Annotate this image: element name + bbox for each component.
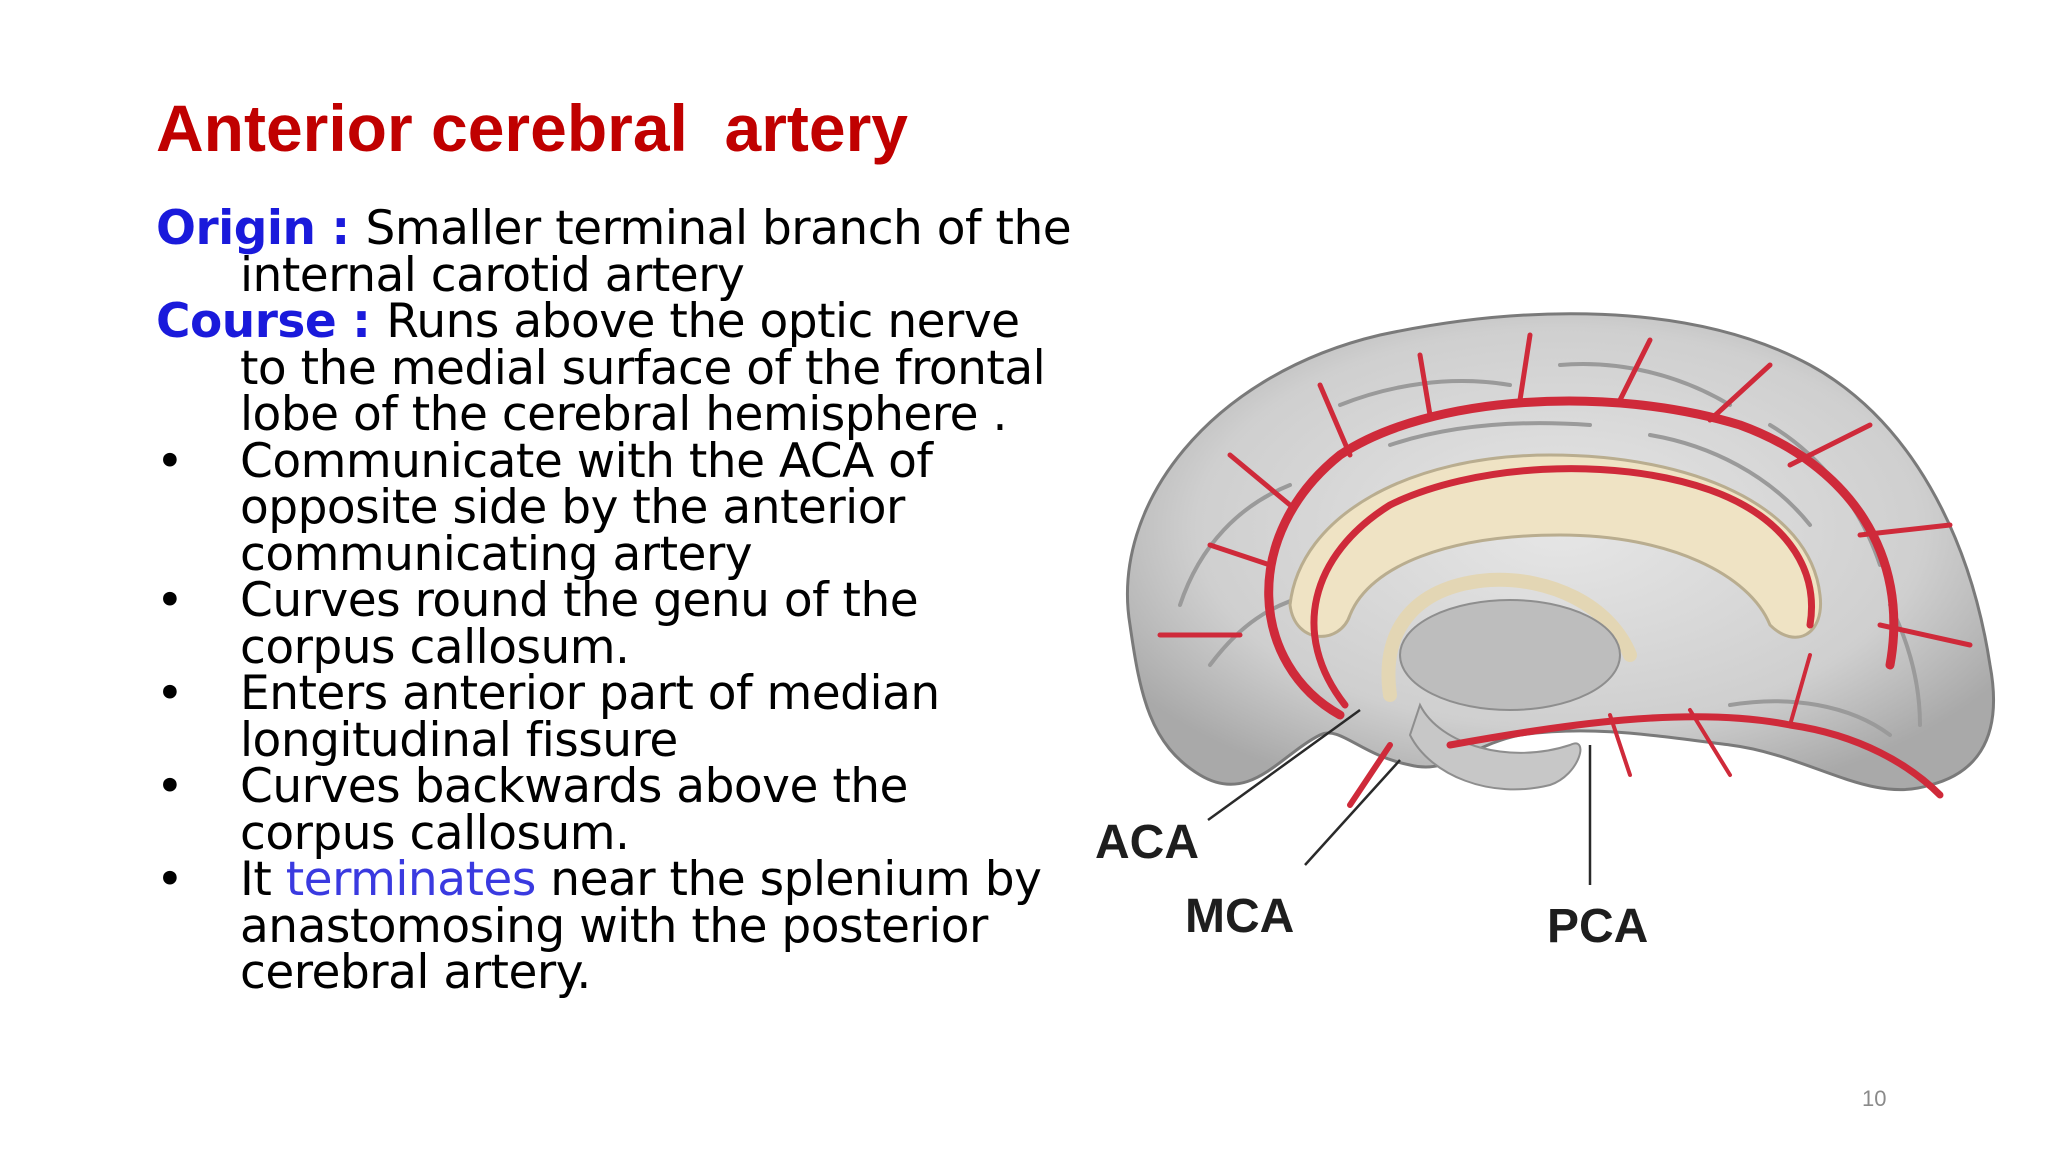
course-text: Runs above the optic nerve to the medial… [240,294,1046,442]
bullet-item: • It terminates near the splenium by anas… [156,852,1076,997]
bullet-dot-icon: • [156,759,184,814]
bullet-dot-icon: • [156,433,184,489]
bullet-dot-icon: • [156,573,184,628]
mca-label: MCA [1185,890,1294,943]
thalamus [1399,599,1621,711]
bullet-text-after: near the splenium by anastomosing with t… [240,852,1042,1000]
terminates-highlight: terminates [285,852,537,907]
course-paragraph: Course : Runs above the optic nerve to t… [156,298,1076,439]
pca-label: PCA [1547,900,1648,953]
pca-branch [1446,713,1944,799]
aca-label: ACA [1095,816,1199,869]
leader-lines [1207,708,1592,885]
bullet-item: •Curves backwards above the corpus callo… [156,759,1076,857]
artery-network [1157,332,1973,808]
aca-callosomarginal [1264,396,1899,720]
page-number: 10 [1862,1086,1887,1111]
bullet-text: Enters anterior part of median longitudi… [240,666,940,768]
brainstem [1408,702,1582,791]
bullet-item: • Communicate with the ACA of opposite si… [156,433,1076,579]
corpus-callosum [1288,453,1823,639]
bullet-text: Communicate with the ACA of opposite sid… [240,433,933,582]
brain-medial-surface-figure: ACA MCA PCA [1095,312,1996,953]
slide-body: Origin : Smaller terminal branch of the … [156,205,1076,997]
origin-text: Smaller terminal branch of the internal … [240,201,1072,303]
brain-hemisphere [1125,312,1996,792]
aca-leader [1207,708,1361,822]
bullet-text-before: It [240,852,286,907]
bullet-dot-icon: • [156,852,184,907]
course-label: Course : [156,294,387,349]
bullet-text: Curves round the genu of the corpus call… [240,573,919,675]
fornix [1381,572,1637,702]
origin-label: Origin : [156,201,366,256]
aca-pericallosal [1310,465,1815,709]
bullet-item: •Enters anterior part of median longitud… [156,666,1076,764]
mca-leader [1304,759,1401,866]
bullet-text: Curves backwards above the corpus callos… [240,759,908,861]
mca-stub [1347,742,1393,808]
bullet-item: •Curves round the genu of the corpus cal… [156,573,1076,671]
bullet-dot-icon: • [156,666,184,721]
slide-title: Anterior cerebral artery [156,91,909,165]
origin-paragraph: Origin : Smaller terminal branch of the … [156,205,1076,299]
